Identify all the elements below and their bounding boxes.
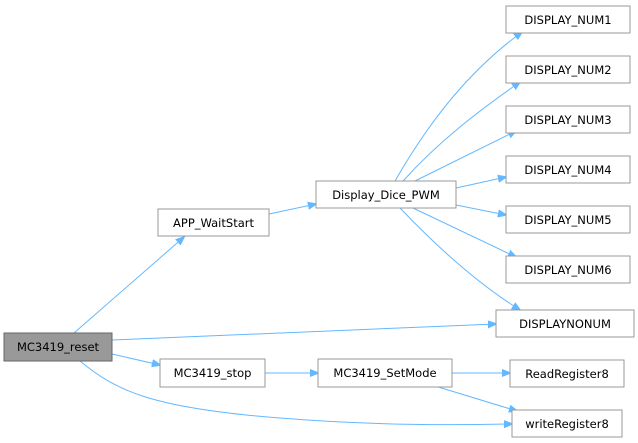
- node-label: DISPLAY_NUM2: [524, 63, 611, 77]
- edge-dicepwm-num4: [455, 177, 506, 189]
- edge-dicepwm-num6: [412, 207, 516, 257]
- edge-dicepwm-num5: [455, 204, 506, 215]
- node-display-num3[interactable]: DISPLAY_NUM3: [505, 105, 631, 134]
- node-label: DISPLAY_NUM1: [524, 13, 611, 27]
- node-label: DISPLAY_NUM4: [524, 163, 611, 177]
- node-label: MC3419_reset: [17, 340, 100, 354]
- node-display-dice-pwm[interactable]: Display_Dice_PWM: [315, 180, 457, 209]
- node-mc3419-reset[interactable]: MC3419_reset: [3, 332, 113, 362]
- edge-dicepwm-num3: [414, 131, 516, 182]
- edge-reset-waitstart: [73, 237, 184, 334]
- node-mc3419-setmode[interactable]: MC3419_SetMode: [317, 358, 453, 388]
- node-mc3419-stop[interactable]: MC3419_stop: [159, 358, 266, 388]
- node-label: MC3419_stop: [174, 366, 252, 380]
- node-label: MC3419_SetMode: [333, 366, 436, 380]
- edge-reset-displaynonum: [111, 324, 496, 341]
- node-label: DISPLAY_NUM6: [524, 263, 611, 277]
- edge-setmode-writeregister8: [434, 385, 517, 411]
- edge-reset-writeregister8: [79, 360, 512, 425]
- node-label: ReadRegister8: [525, 367, 609, 381]
- node-label: writeRegister8: [525, 417, 609, 431]
- edge-reset-stop: [111, 353, 160, 365]
- node-displaynonum[interactable]: DISPLAYNONUM: [495, 309, 635, 338]
- edge-dicepwm-displaynonum: [399, 207, 520, 310]
- node-label: DISPLAY_NUM5: [524, 213, 611, 227]
- edge-dicepwm-num2: [402, 82, 520, 182]
- node-display-num6[interactable]: DISPLAY_NUM6: [505, 255, 631, 284]
- edge-dicepwm-num1: [394, 32, 522, 182]
- edges: [73, 32, 522, 425]
- node-app-waitstart[interactable]: APP_WaitStart: [157, 208, 270, 237]
- node-display-num5[interactable]: DISPLAY_NUM5: [505, 205, 631, 234]
- node-display-num2[interactable]: DISPLAY_NUM2: [505, 55, 631, 84]
- node-label: APP_WaitStart: [173, 216, 254, 230]
- node-display-num4[interactable]: DISPLAY_NUM4: [505, 155, 631, 184]
- node-label: DISPLAYNONUM: [519, 317, 611, 331]
- node-readregister8[interactable]: ReadRegister8: [509, 359, 625, 388]
- edge-waitstart-dicepwm: [268, 204, 316, 215]
- node-label: Display_Dice_PWM: [332, 188, 440, 202]
- node-writeregister8[interactable]: writeRegister8: [511, 409, 623, 438]
- node-label: DISPLAY_NUM3: [524, 113, 611, 127]
- node-display-num1[interactable]: DISPLAY_NUM1: [505, 5, 631, 34]
